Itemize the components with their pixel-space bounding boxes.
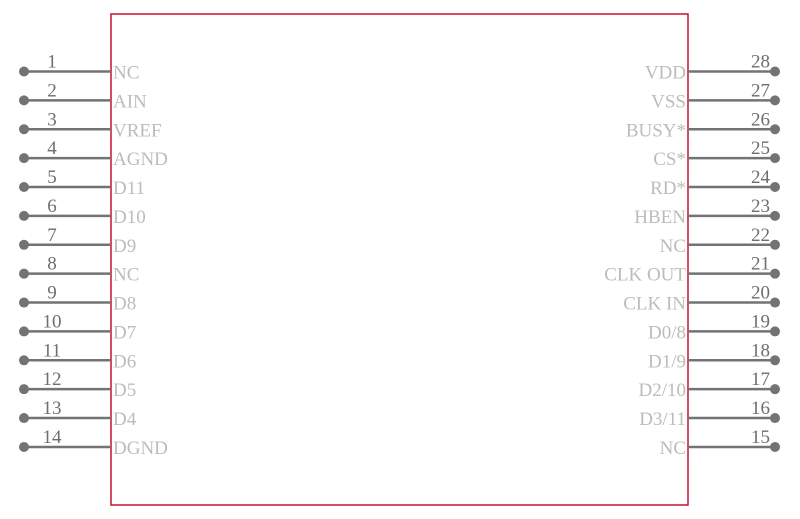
- pin-endpoint[interactable]: [19, 66, 29, 77]
- pin-number: 24: [751, 167, 771, 188]
- pin-endpoint[interactable]: [19, 182, 29, 193]
- component-body: [110, 13, 689, 506]
- pin-number: 13: [43, 398, 62, 419]
- pin-name: AGND: [113, 149, 168, 170]
- pin-name: D5: [113, 380, 136, 401]
- pin-name: D4: [113, 409, 137, 430]
- pin-number: 20: [751, 283, 770, 304]
- pin-number: 26: [751, 109, 770, 130]
- pin-number: 7: [47, 225, 57, 246]
- pin-endpoint[interactable]: [770, 66, 780, 77]
- pin-number: 27: [751, 80, 770, 101]
- pin-number: 3: [47, 109, 57, 130]
- pin-endpoint[interactable]: [19, 355, 29, 366]
- pin-name: CLK IN: [623, 294, 686, 315]
- pin-number: 5: [47, 167, 57, 188]
- pin-number: 4: [47, 138, 57, 159]
- pin-name: VDD: [645, 63, 686, 84]
- pin-name: D3/11: [639, 409, 686, 430]
- pin-endpoint[interactable]: [19, 95, 29, 106]
- pin-name: D0/8: [648, 322, 686, 343]
- pin-endpoint[interactable]: [19, 384, 29, 395]
- pin-name: D11: [113, 178, 145, 199]
- pin-number: 1: [47, 52, 57, 73]
- pin-name: VSS: [651, 91, 686, 112]
- pin-name: RD*: [650, 178, 686, 199]
- pin-endpoint[interactable]: [770, 326, 780, 337]
- pin-endpoint[interactable]: [19, 326, 29, 337]
- pin-endpoint[interactable]: [19, 413, 29, 424]
- pin-endpoint[interactable]: [770, 239, 780, 250]
- pin-name: D8: [113, 294, 136, 315]
- pin-number: 12: [43, 369, 62, 390]
- pin-name: D9: [113, 236, 136, 257]
- pin-number: 14: [43, 427, 63, 448]
- pin-endpoint[interactable]: [770, 441, 780, 452]
- pin-endpoint[interactable]: [19, 297, 29, 308]
- pin-endpoint[interactable]: [770, 182, 780, 193]
- pin-name: D2/10: [639, 380, 687, 401]
- pin-number: 23: [751, 196, 770, 217]
- pin-endpoint[interactable]: [19, 441, 29, 452]
- pin-endpoint[interactable]: [770, 210, 780, 221]
- pin-name: CLK OUT: [604, 265, 686, 286]
- pin-name: D1/9: [648, 351, 686, 372]
- pin-name: D6: [113, 351, 136, 372]
- pin-endpoint[interactable]: [19, 124, 29, 135]
- pin-number: 18: [751, 340, 770, 361]
- pin-endpoint[interactable]: [770, 95, 780, 106]
- pin-number: 21: [751, 254, 770, 275]
- pin-endpoint[interactable]: [19, 268, 29, 279]
- pin-endpoint[interactable]: [770, 268, 780, 279]
- pin-endpoint[interactable]: [19, 153, 29, 164]
- pin-number: 6: [47, 196, 57, 217]
- pin-endpoint[interactable]: [770, 355, 780, 366]
- pin-endpoint[interactable]: [770, 124, 780, 135]
- pin-number: 28: [751, 52, 770, 73]
- pin-number: 10: [43, 311, 62, 332]
- pin-name: D7: [113, 322, 136, 343]
- pin-number: 2: [47, 80, 57, 101]
- pin-endpoint[interactable]: [770, 384, 780, 395]
- pin-number: 11: [43, 340, 61, 361]
- pin-name: DGND: [113, 438, 168, 459]
- pin-endpoint[interactable]: [770, 153, 780, 164]
- pin-name: NC: [660, 236, 686, 257]
- pin-endpoint[interactable]: [19, 210, 29, 221]
- pin-name: BUSY*: [626, 120, 686, 141]
- pin-number: 17: [751, 369, 770, 390]
- pin-name: NC: [660, 438, 686, 459]
- pin-endpoint[interactable]: [19, 239, 29, 250]
- pin-name: HBEN: [634, 207, 686, 228]
- pins: 1NC2AIN3VREF4AGND5D116D107D98NC9D810D711…: [19, 52, 780, 459]
- pin-endpoint[interactable]: [770, 297, 780, 308]
- pin-number: 16: [751, 398, 770, 419]
- pin-name: CS*: [653, 149, 686, 170]
- pin-name: VREF: [113, 120, 162, 141]
- pin-name: AIN: [113, 91, 147, 112]
- pin-name: NC: [113, 265, 139, 286]
- pin-number: 9: [47, 283, 57, 304]
- pin-number: 25: [751, 138, 770, 159]
- pin-endpoint[interactable]: [770, 413, 780, 424]
- pin-number: 15: [751, 427, 770, 448]
- pin-number: 8: [47, 254, 57, 275]
- pin-number: 19: [751, 311, 770, 332]
- pin-name: D10: [113, 207, 146, 228]
- pin-name: NC: [113, 63, 139, 84]
- pin-number: 22: [751, 225, 770, 246]
